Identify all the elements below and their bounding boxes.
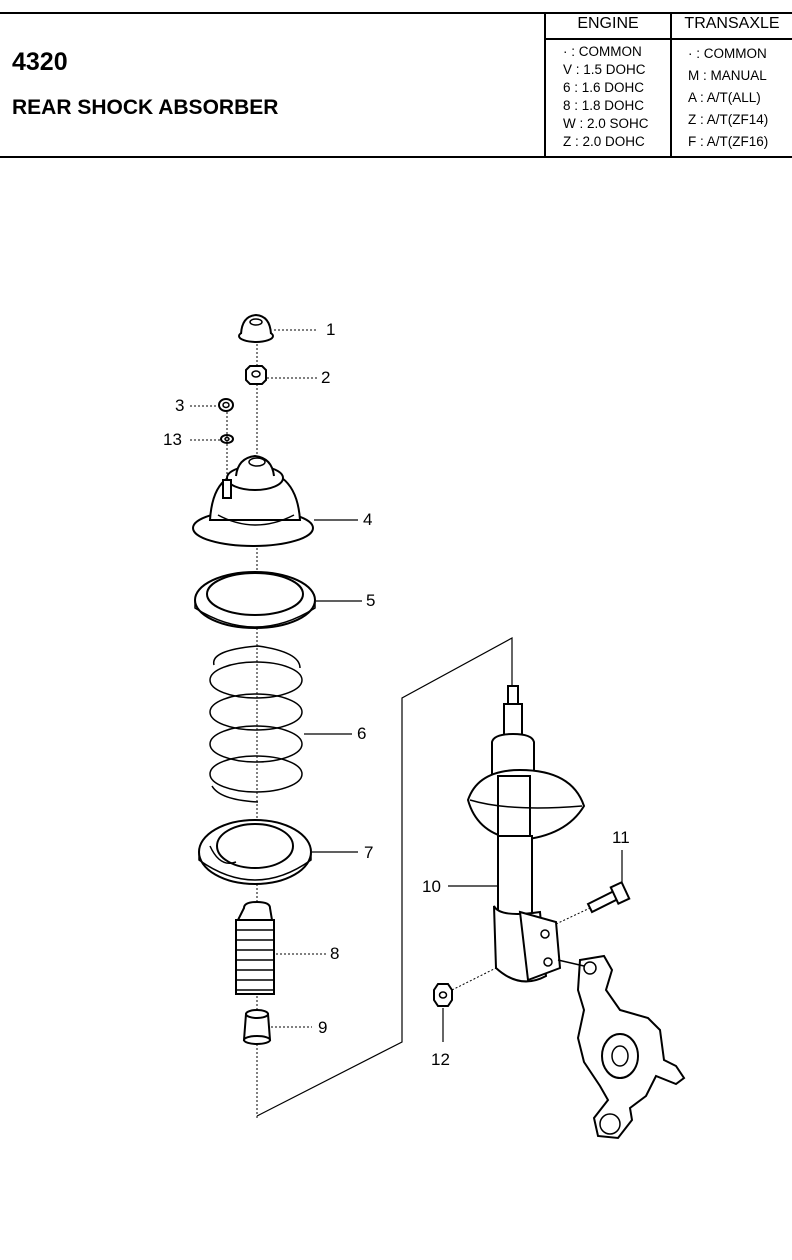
- part-11-bolt: [555, 880, 631, 925]
- engine-code-row: 8 : 1.8 DOHC: [563, 98, 645, 113]
- part-7-spring-lower-pad: [198, 819, 312, 885]
- transaxle-heading: TRANSAXLE: [684, 15, 780, 32]
- part-group-title: REAR SHOCK ABSORBER: [12, 96, 279, 119]
- callout-6: 6: [357, 724, 367, 743]
- callout-10: 10: [422, 877, 441, 896]
- part-group-code: 4320: [12, 48, 68, 76]
- callout-7: 7: [364, 843, 374, 862]
- part-1-dust-cap: [238, 313, 274, 343]
- part-9-bump-stopper: [242, 1009, 272, 1045]
- transaxle-column-divider: [670, 12, 672, 158]
- transaxle-code-row: M : MANUAL: [688, 68, 767, 83]
- engine-code-row: Z : 2.0 DOHC: [563, 134, 645, 149]
- engine-code-row: 6 : 1.6 DOHC: [563, 80, 645, 95]
- steering-knuckle: [557, 954, 686, 1140]
- part-13-washer: [220, 434, 234, 444]
- callout-5: 5: [366, 591, 376, 610]
- part-12-nut: [433, 967, 497, 1007]
- callout-9: 9: [318, 1018, 328, 1037]
- transaxle-code-row: Z : A/T(ZF14): [688, 112, 769, 127]
- callout-12: 12: [431, 1050, 450, 1069]
- part-8-dust-boot: [235, 900, 275, 995]
- engine-code-row: W : 2.0 SOHC: [563, 116, 649, 131]
- header-top-rule: [0, 12, 792, 14]
- part-10-strut-assembly: [466, 685, 586, 983]
- assembly-guide-line: [256, 636, 513, 1117]
- engine-code-row: · : COMMON: [563, 44, 642, 59]
- part-3-small-nut: [218, 398, 234, 412]
- part-2-nut: [245, 365, 267, 385]
- engine-heading: ENGINE: [577, 15, 639, 32]
- engine-column-divider: [544, 12, 546, 158]
- transaxle-code-row: · : COMMON: [688, 46, 767, 61]
- part-4-strut-mount: [192, 454, 314, 547]
- callout-13: 13: [163, 430, 182, 449]
- callout-1: 1: [326, 320, 336, 339]
- part-5-spring-upper-pad: [194, 571, 316, 629]
- callout-2: 2: [321, 368, 331, 387]
- callout-11: 11: [612, 828, 630, 847]
- legend-heading-rule: [544, 38, 792, 40]
- header-bottom-rule: [0, 156, 792, 158]
- engine-code-row: V : 1.5 DOHC: [563, 62, 646, 77]
- part-6-coil-spring: [209, 645, 303, 803]
- callout-8: 8: [330, 944, 340, 963]
- callout-4: 4: [363, 510, 373, 529]
- transaxle-code-row: F : A/T(ZF16): [688, 134, 769, 149]
- callout-3: 3: [175, 396, 185, 415]
- transaxle-code-row: A : A/T(ALL): [688, 90, 761, 105]
